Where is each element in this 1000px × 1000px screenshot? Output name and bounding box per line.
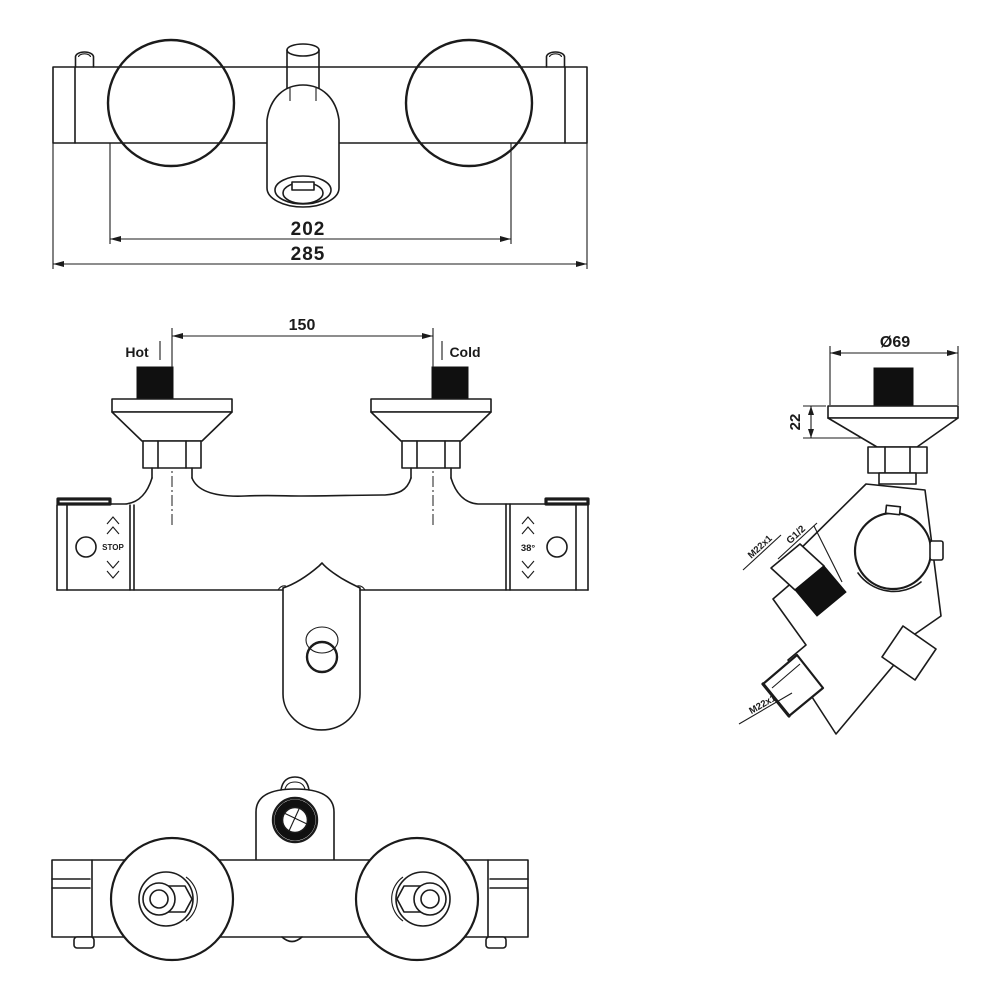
up-chevrons-icon xyxy=(521,516,535,535)
hot-escutcheon xyxy=(111,398,233,479)
temperature-knob: 38° xyxy=(521,516,568,579)
hot-inlet-pipe xyxy=(136,366,174,400)
front-body xyxy=(56,477,590,591)
bottom-spout-thread-outer xyxy=(271,796,319,844)
bottom-left-knob xyxy=(109,836,235,962)
thread-m22-bottom-label: M22x1 xyxy=(747,692,778,716)
side-knob xyxy=(853,504,944,593)
dim-202-text: 202 xyxy=(291,219,326,240)
side-escutcheon xyxy=(827,405,959,485)
side-view: Ø69 22 xyxy=(738,334,959,735)
side-body xyxy=(761,483,944,735)
temp-38-label: 38° xyxy=(521,543,536,554)
down-chevrons-icon xyxy=(106,560,120,579)
dim-285-text: 285 xyxy=(291,244,326,265)
top-center-cartridge xyxy=(266,43,340,208)
bottom-right-knob xyxy=(354,836,480,962)
spout-diverter xyxy=(305,640,339,674)
front-view: 150 Hot Cold xyxy=(56,317,590,731)
spout-diverter-top xyxy=(305,626,339,654)
cold-inlet-pipe xyxy=(431,366,469,400)
dim-69-text: Ø69 xyxy=(880,334,910,351)
dim-22-text: 22 xyxy=(787,414,804,431)
top-view: 202 285 xyxy=(52,38,588,269)
thread-m22-label: M22x1 xyxy=(746,533,775,561)
cold-label: Cold xyxy=(449,344,480,360)
stop-knob: STOP xyxy=(75,516,124,579)
bottom-spout-bore xyxy=(281,806,309,834)
side-dim-69: Ø69 xyxy=(829,334,959,405)
top-dim-285: 285 xyxy=(52,143,588,269)
side-shower-port-thread xyxy=(794,565,847,617)
hot-label: Hot xyxy=(125,344,149,360)
bottom-left-foot xyxy=(73,936,95,949)
top-dim-202: 202 xyxy=(109,143,512,244)
front-right-wall-tab xyxy=(544,497,590,506)
cold-escutcheon xyxy=(370,398,492,479)
stop-label: STOP xyxy=(102,543,124,552)
temp-knob-button xyxy=(546,536,568,558)
side-inlet-pipe xyxy=(873,367,914,407)
side-square-boss xyxy=(881,625,937,681)
front-spout xyxy=(277,562,366,731)
bottom-right-foot xyxy=(485,936,507,949)
front-left-wall-tab xyxy=(56,497,112,506)
bottom-spout-tip xyxy=(281,936,303,943)
top-right-screw xyxy=(545,51,566,68)
bottom-left-end xyxy=(51,859,95,949)
bottom-view xyxy=(51,776,529,962)
dim-150-text: 150 xyxy=(289,317,316,334)
down-chevrons-icon xyxy=(521,560,535,579)
top-right-knob-circle xyxy=(404,38,534,168)
up-chevrons-icon xyxy=(106,516,120,535)
bottom-right-end xyxy=(485,859,529,949)
bottom-spout xyxy=(255,776,335,863)
front-dim-150: 150 xyxy=(171,317,434,366)
stop-knob-button xyxy=(75,536,97,558)
top-left-screw xyxy=(74,51,95,68)
top-left-knob-circle xyxy=(106,38,236,168)
bottom-spout-thread-ring xyxy=(274,799,316,841)
